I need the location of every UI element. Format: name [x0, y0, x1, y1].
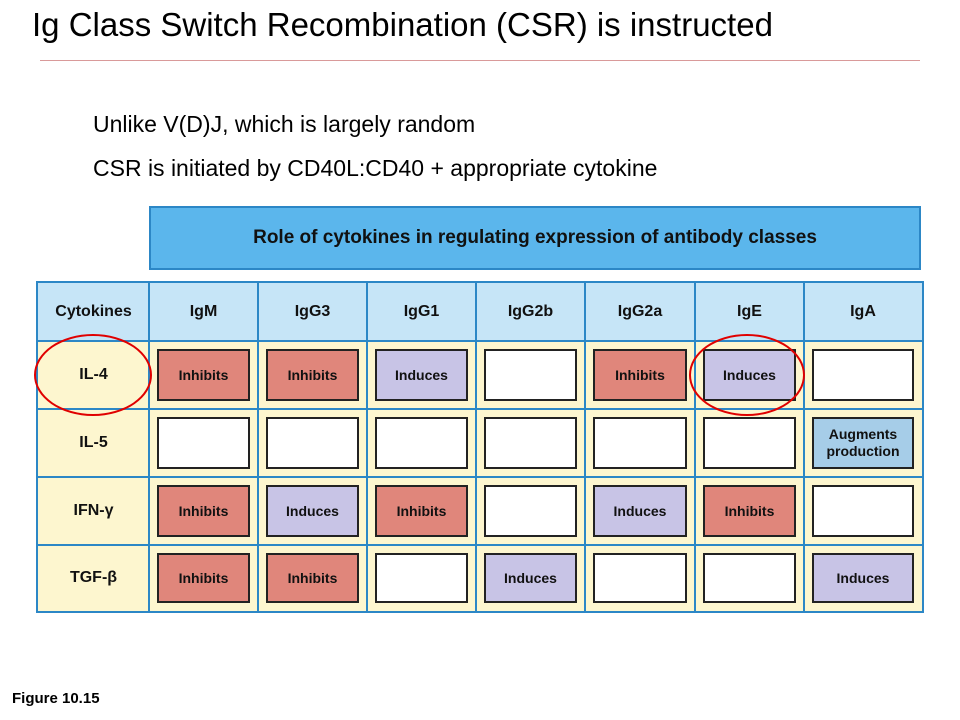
cell-induces: Induces: [375, 349, 468, 401]
cell-induces: Induces: [593, 485, 687, 537]
column-divider: [257, 283, 259, 611]
header-igg3: IgG3: [294, 303, 331, 320]
column-divider: [584, 283, 586, 611]
header-ige: IgE: [737, 303, 762, 320]
table-banner-text: Role of cytokines in regulating expressi…: [253, 227, 817, 248]
column-divider: [803, 283, 805, 611]
cell-inhibits: Inhibits: [703, 485, 796, 537]
header-igg2a: IgG2a: [617, 303, 663, 320]
row-label-ifn-gamma: IFN-γ: [73, 502, 114, 519]
row-divider: [38, 340, 922, 342]
row-label-il-5: IL-5: [79, 434, 108, 451]
column-divider: [694, 283, 696, 611]
slide-title: Ig Class Switch Recombination (CSR) is i…: [32, 6, 773, 43]
cell-induces: Induces: [484, 553, 577, 603]
table-banner: Role of cytokines in regulating expressi…: [149, 206, 921, 270]
cell-inhibits: Inhibits: [266, 553, 359, 603]
cell-empty: [266, 417, 359, 469]
cell-inhibits: Inhibits: [593, 349, 687, 401]
column-divider: [148, 283, 150, 611]
cell-augments-production: Augments production: [812, 417, 914, 469]
bullet-2: CSR is initiated by CD40L:CD40 + appropr…: [93, 155, 658, 181]
row-divider: [38, 408, 922, 410]
cell-empty: [593, 417, 687, 469]
cell-induces: Induces: [812, 553, 914, 603]
header-igm: IgM: [189, 303, 218, 320]
cytokine-table: Cytokines IgM IgG3 IgG1 IgG2b IgG2a IgE IgA IL-4…: [36, 281, 924, 613]
cell-inhibits: Inhibits: [157, 349, 250, 401]
bullet-1: Unlike V(D)J, which is largely random: [93, 111, 476, 137]
row-divider: [38, 544, 922, 546]
cell-inhibits: Inhibits: [266, 349, 359, 401]
title-divider: [40, 60, 920, 61]
row-divider: [38, 476, 922, 478]
cell-inhibits: Inhibits: [157, 485, 250, 537]
cell-induces: Induces: [266, 485, 359, 537]
cell-empty: [375, 553, 468, 603]
header-cytokines: Cytokines: [55, 303, 132, 320]
cell-empty: [703, 417, 796, 469]
cell-empty: [484, 349, 577, 401]
figure-label: Figure 10.15: [12, 690, 100, 707]
header-igg1: IgG1: [403, 303, 440, 320]
cell-empty: [812, 485, 914, 537]
cell-empty: [484, 485, 577, 537]
column-divider: [366, 283, 368, 611]
cell-induces: Induces: [703, 349, 796, 401]
header-igg2b: IgG2b: [507, 303, 554, 320]
row-label-il-4: IL-4: [79, 366, 108, 383]
table-header-row: [38, 283, 922, 341]
cell-empty: [484, 417, 577, 469]
cell-empty: [703, 553, 796, 603]
cell-inhibits: Inhibits: [375, 485, 468, 537]
cell-inhibits: Inhibits: [157, 553, 250, 603]
cell-empty: [157, 417, 250, 469]
row-label-tgf-beta: TGF-β: [69, 569, 118, 586]
column-divider: [475, 283, 477, 611]
cell-empty: [812, 349, 914, 401]
header-iga: IgA: [850, 303, 876, 320]
cell-empty: [375, 417, 468, 469]
cell-empty: [593, 553, 687, 603]
